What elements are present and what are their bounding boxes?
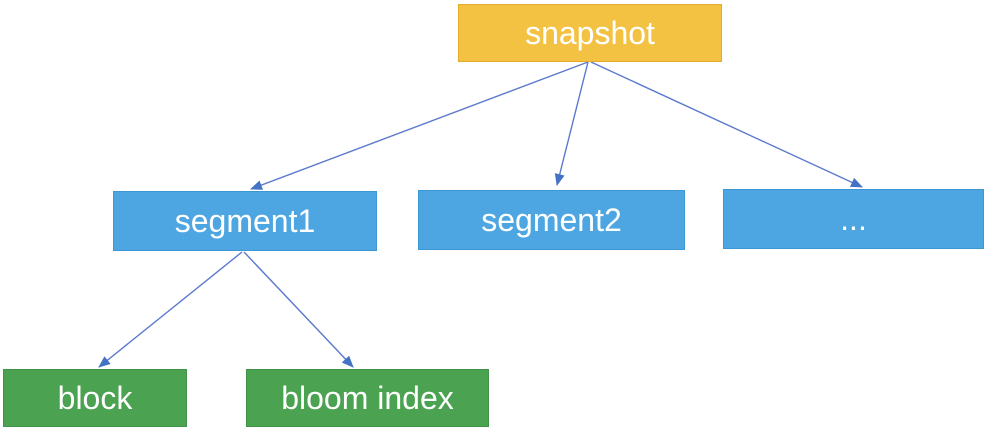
edge-segment1-bloom-index	[243, 251, 354, 368]
node-bloom-index-label: bloom index	[281, 380, 454, 416]
edge-snapshot-segment1	[250, 61, 589, 190]
node-block: block	[3, 369, 187, 427]
node-segment2: segment2	[418, 190, 685, 250]
node-segment1-label: segment1	[174, 203, 316, 239]
node-segment2-label: segment2	[481, 202, 622, 238]
node-snapshot-label: snapshot	[525, 15, 655, 51]
node-block-label: block	[57, 380, 133, 416]
edge-snapshot-segment-more	[590, 61, 863, 188]
node-segment-more: ...	[723, 189, 984, 249]
node-segment-more-label: ...	[840, 201, 867, 237]
node-bloom-index: bloom index	[246, 369, 489, 427]
node-snapshot: snapshot	[458, 4, 722, 62]
edge-snapshot-segment2	[554, 61, 589, 186]
edge-segment1-block	[98, 251, 243, 368]
node-segment1: segment1	[113, 191, 377, 251]
